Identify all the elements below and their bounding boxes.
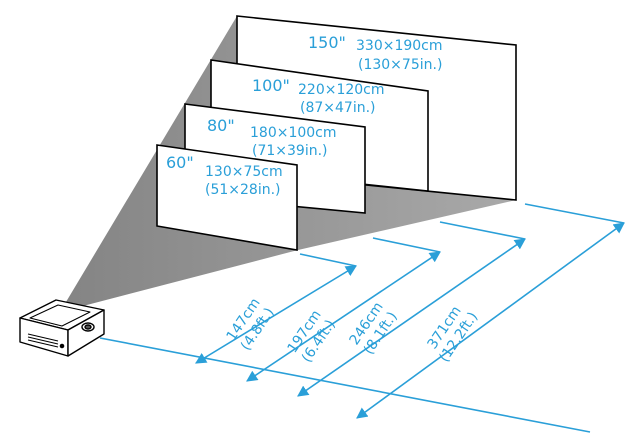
screen-80-metric: 180×100cm <box>250 125 337 141</box>
screen-80-size: 80" <box>207 116 235 135</box>
screen-80-imperial: (71×39in.) <box>252 143 328 159</box>
screen-100-imperial: (87×47in.) <box>300 100 376 116</box>
screen-150-size: 150" <box>308 33 346 52</box>
screen-150-imperial: (130×75in.) <box>358 57 442 73</box>
distance-arrow-246 <box>297 238 526 397</box>
screen-60-size: 60" <box>166 153 194 172</box>
screen-60-metric: 130×75cm <box>205 164 283 180</box>
distance-baseline <box>99 337 591 433</box>
screen-150-metric: 330×190cm <box>356 38 443 54</box>
projector-icon <box>19 299 105 357</box>
distance-arrow-371 <box>356 222 625 419</box>
screen-100-size: 100" <box>252 76 290 95</box>
screen-100-metric: 220×120cm <box>298 82 385 98</box>
screen-60-imperial: (51×28in.) <box>205 182 281 198</box>
screen-60 <box>156 144 298 251</box>
